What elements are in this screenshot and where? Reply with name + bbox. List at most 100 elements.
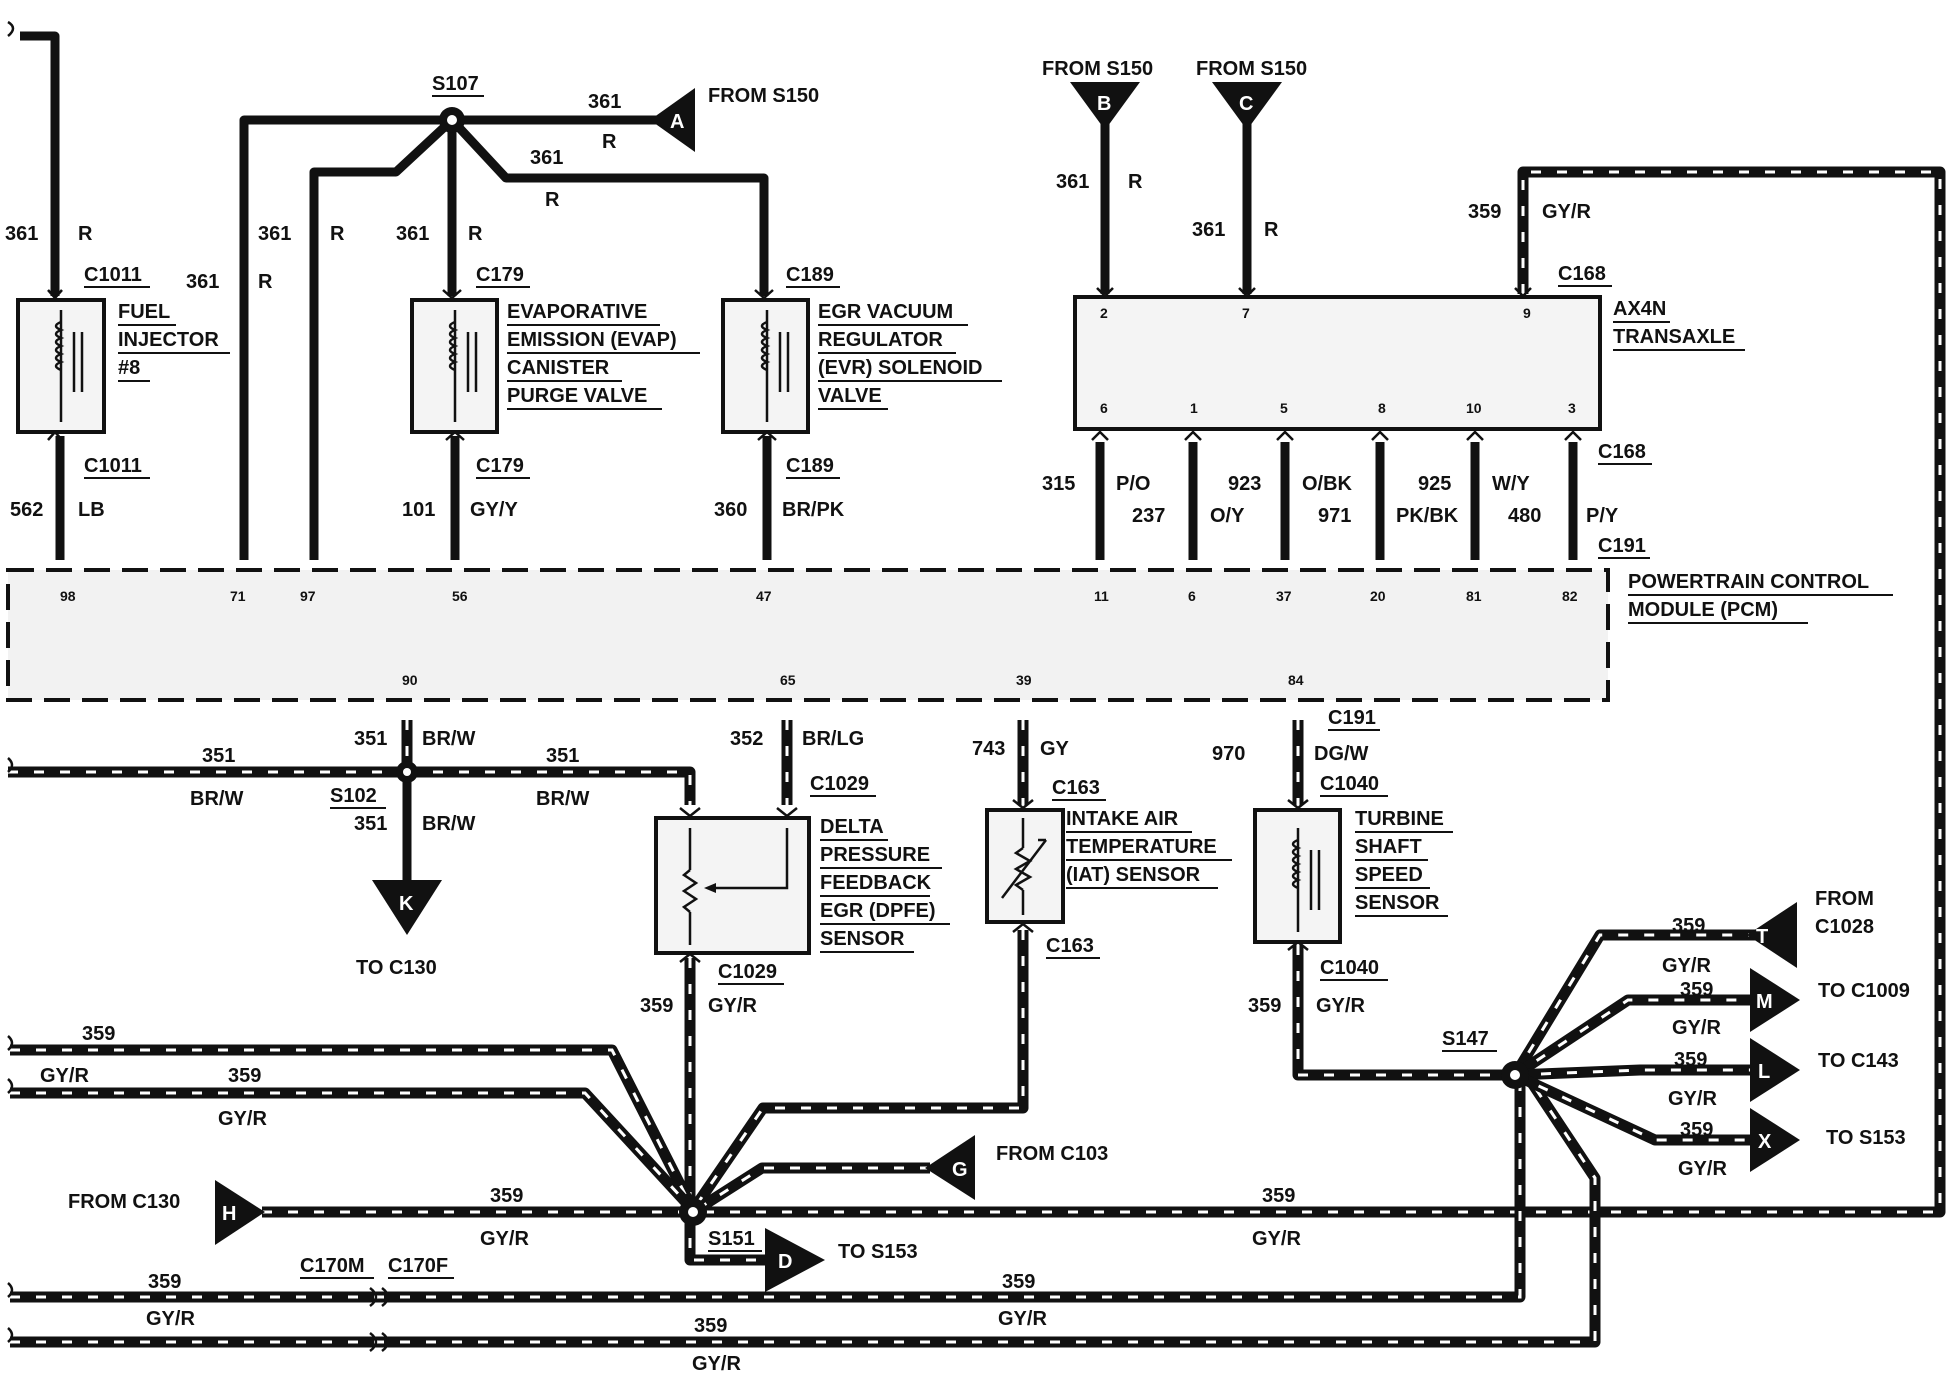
label-br-w-to-k: BR/W bbox=[422, 813, 475, 835]
label-gy-r-t: GY/R bbox=[1662, 955, 1711, 977]
c191-bottom-label: C191 bbox=[1328, 707, 1376, 729]
pcm-pin-71: 71 bbox=[230, 588, 246, 604]
flag-x-letter: X bbox=[1758, 1131, 1772, 1153]
c163-top-label: C163 bbox=[1052, 777, 1100, 799]
label-gy-r-bot-c: GY/R bbox=[692, 1353, 741, 1375]
transaxle-box bbox=[1073, 295, 1602, 431]
flag-h bbox=[215, 1180, 265, 1245]
flag-m-letter: M bbox=[1756, 991, 1773, 1013]
iat-sensor-box bbox=[985, 808, 1065, 924]
pcm-pin-11: 11 bbox=[1094, 588, 1109, 604]
pcm-box bbox=[6, 568, 1610, 702]
transaxle-label-2: TRANSAXLE bbox=[1613, 326, 1735, 348]
label-gy-r-right: GY/R bbox=[1252, 1228, 1301, 1250]
flag-c bbox=[1212, 82, 1282, 130]
label-r-to-a: R bbox=[602, 131, 617, 153]
label-r-b: R bbox=[1128, 171, 1143, 193]
label-923: 923 bbox=[1228, 473, 1261, 495]
pcm-pin-97: 97 bbox=[300, 588, 316, 604]
c189-top-label: C189 bbox=[786, 264, 834, 286]
tx-pin-3: 3 bbox=[1568, 400, 1576, 416]
label-359-transaxle: 359 bbox=[1468, 201, 1501, 223]
pcm-pin-39: 39 bbox=[1016, 672, 1032, 688]
label-361-injector: 361 bbox=[5, 223, 38, 245]
label-gy-r-transaxle: GY/R bbox=[1542, 201, 1591, 223]
ref-m-text: TO C1009 bbox=[1818, 980, 1910, 1002]
connector-labels: S107 S102 S151 S147 C1011 C1011 C179 C17… bbox=[84, 73, 1652, 1279]
label-359-x: 359 bbox=[1680, 1119, 1713, 1141]
component-labels: FUEL INJECTOR #8 EVAPORATIVE EMISSION (E… bbox=[118, 298, 1893, 953]
label-359-right: 359 bbox=[1262, 1185, 1295, 1207]
flag-l bbox=[1750, 1038, 1800, 1102]
flag-b-letter: B bbox=[1097, 93, 1111, 115]
pcm-pin-47: 47 bbox=[756, 588, 772, 604]
s102-label: S102 bbox=[330, 785, 377, 807]
components bbox=[6, 295, 1610, 955]
label-gy-r-top-b: GY/R bbox=[218, 1108, 267, 1130]
pcm-pin-98: 98 bbox=[60, 588, 76, 604]
label-359-top-b: 359 bbox=[228, 1065, 261, 1087]
pcm-pin-90: 90 bbox=[402, 672, 418, 688]
evr-label-1: EGR VACUUM bbox=[818, 301, 953, 323]
ref-b-text: FROM S150 bbox=[1042, 58, 1153, 80]
c179-bottom-label: C179 bbox=[476, 455, 524, 477]
fuel-injector-label-2: INJECTOR bbox=[118, 329, 219, 351]
iat-label-1: INTAKE AIR bbox=[1066, 808, 1179, 830]
tx-pin-5: 5 bbox=[1280, 400, 1288, 416]
flag-c-letter: C bbox=[1239, 93, 1253, 115]
c1040-top-label: C1040 bbox=[1320, 773, 1379, 795]
label-r-evap: R bbox=[468, 223, 483, 245]
transaxle-label-1: AX4N bbox=[1613, 298, 1666, 320]
label-p-o: P/O bbox=[1116, 473, 1150, 495]
label-gy: GY bbox=[1040, 738, 1070, 760]
evr-label-3: (EVR) SOLENOID bbox=[818, 357, 982, 379]
pcm-label-1: POWERTRAIN CONTROL bbox=[1628, 571, 1869, 593]
s147-label: S147 bbox=[1442, 1028, 1489, 1050]
dpfe-label-4: EGR (DPFE) bbox=[820, 900, 936, 922]
c170f-label: C170F bbox=[388, 1255, 448, 1277]
dpfe-potentiometer-symbol bbox=[681, 828, 789, 945]
label-361-evr: 361 bbox=[530, 147, 563, 169]
c1011-top-label: C1011 bbox=[84, 264, 142, 286]
c168-top-label: C168 bbox=[1558, 263, 1606, 285]
pcm-pin-6: 6 bbox=[1188, 588, 1196, 604]
tx-pin-9: 9 bbox=[1523, 305, 1531, 321]
label-gy-r-tss: GY/R bbox=[1316, 995, 1365, 1017]
pcm-pin-82: 82 bbox=[1562, 588, 1578, 604]
label-361-pcm97: 361 bbox=[258, 223, 291, 245]
label-pk-bk: PK/BK bbox=[1396, 505, 1459, 527]
flag-t-letter: T bbox=[1756, 926, 1768, 948]
c191-top-label: C191 bbox=[1598, 535, 1646, 557]
label-359-bot-b: 359 bbox=[1002, 1271, 1035, 1293]
label-r-pcm71: R bbox=[258, 271, 273, 293]
label-360: 360 bbox=[714, 499, 747, 521]
flag-d-letter: D bbox=[778, 1251, 792, 1273]
shielded-wires bbox=[8, 166, 1946, 1348]
flag-t bbox=[1747, 902, 1797, 968]
label-743: 743 bbox=[972, 738, 1005, 760]
power-wires bbox=[20, 31, 1578, 880]
evr-valve-box bbox=[721, 298, 810, 434]
label-br-pk: BR/PK bbox=[782, 499, 845, 521]
pcm-pin-37: 37 bbox=[1276, 588, 1292, 604]
label-315: 315 bbox=[1042, 473, 1075, 495]
label-gy-r-x: GY/R bbox=[1678, 1158, 1727, 1180]
s107-label: S107 bbox=[432, 73, 479, 95]
c170m-label: C170M bbox=[300, 1255, 364, 1277]
label-r-evr: R bbox=[545, 189, 560, 211]
pcm-pin-20: 20 bbox=[1370, 588, 1386, 604]
c1029-top-label: C1029 bbox=[810, 773, 869, 795]
flag-b bbox=[1070, 82, 1140, 130]
flag-x bbox=[1750, 1108, 1800, 1172]
label-gy-r-top-a: GY/R bbox=[40, 1065, 89, 1087]
wire-361-pcm-71 bbox=[239, 115, 452, 560]
pcm-pin-56: 56 bbox=[452, 588, 468, 604]
label-gy-r-bot-b: GY/R bbox=[998, 1308, 1047, 1330]
label-562: 562 bbox=[10, 499, 43, 521]
tx-pin-6: 6 bbox=[1100, 400, 1108, 416]
tss-coil-symbol bbox=[1291, 828, 1321, 932]
label-o-bk: O/BK bbox=[1302, 473, 1353, 495]
label-361-pcm71: 361 bbox=[186, 271, 219, 293]
label-359-from-h: 359 bbox=[490, 1185, 523, 1207]
c168-bottom-label: C168 bbox=[1598, 441, 1646, 463]
